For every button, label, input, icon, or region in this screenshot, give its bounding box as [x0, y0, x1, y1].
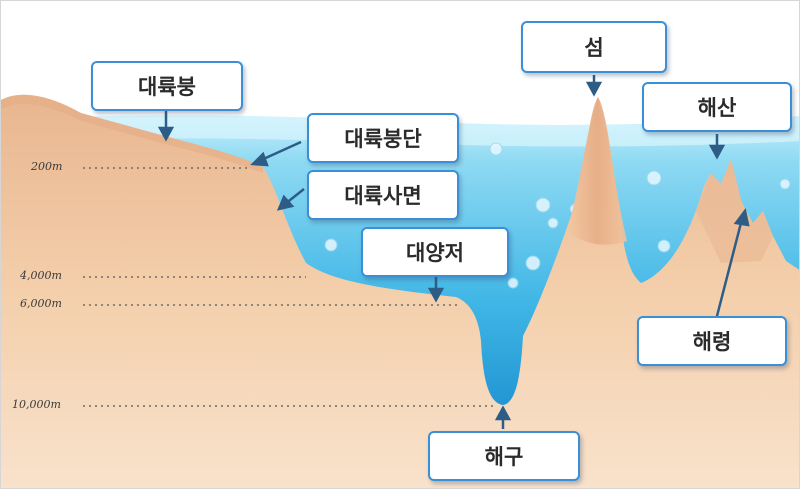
shelf-surface — [1, 94, 263, 173]
depth-label-6000m: 6,000m — [20, 297, 62, 310]
depth-label-4000m: 4,000m — [20, 269, 62, 282]
depth-lines — [83, 167, 493, 407]
seamount-shading — [696, 159, 773, 263]
label-trench: 해구 — [428, 431, 580, 481]
label-shelf-break: 대륙붕단 — [307, 113, 459, 163]
label-continental-slope: 대륙사면 — [307, 170, 459, 220]
depth-label-200m: 200m — [31, 160, 63, 173]
pointer-arrows — [157, 75, 750, 429]
label-ridge: 해령 — [637, 316, 787, 366]
label-seamount: 해산 — [642, 82, 792, 132]
label-island: 섬 — [521, 21, 667, 73]
island-peak — [567, 97, 627, 245]
depth-label-10000m: 10,000m — [12, 398, 61, 411]
label-continental-shelf: 대륙붕 — [91, 61, 243, 111]
label-abyssal-plain: 대양저 — [361, 227, 509, 277]
